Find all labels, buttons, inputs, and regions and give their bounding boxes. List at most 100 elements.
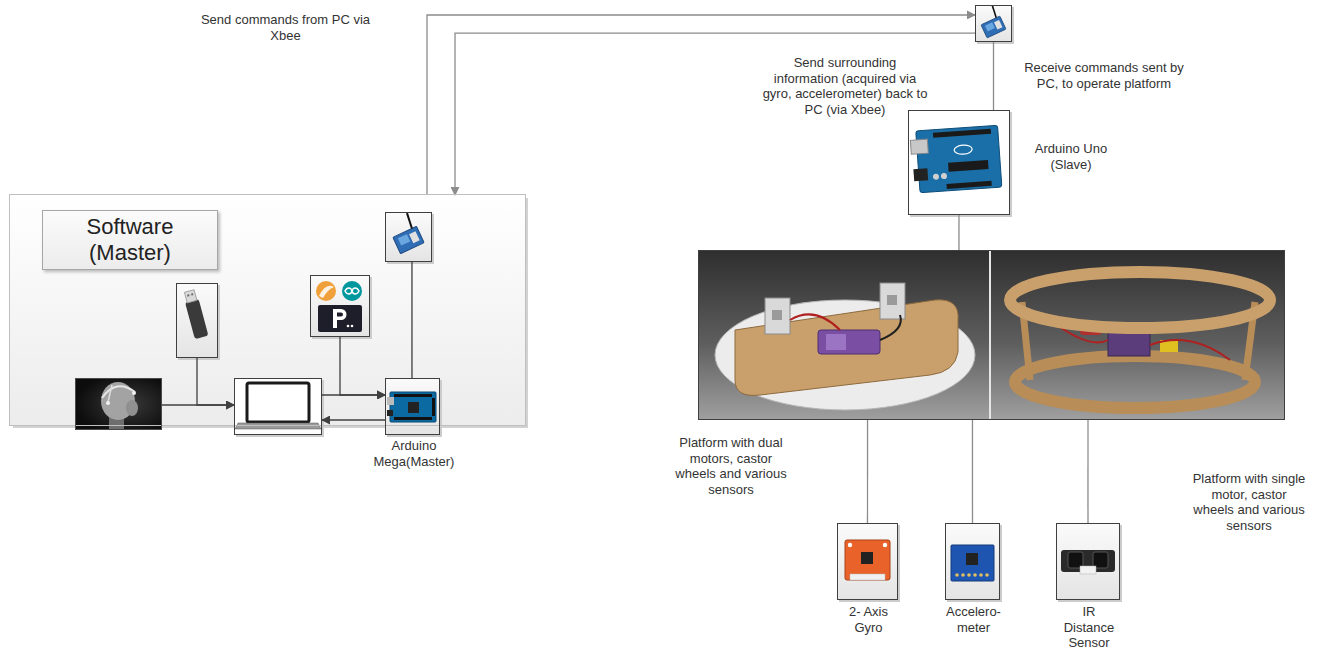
accelerometer-board-icon-part (955, 573, 959, 577)
laptop-icon-part (235, 423, 321, 429)
software-logos-icon-part (316, 281, 336, 301)
xbee-module-icon-part (409, 231, 420, 243)
accelerometer-board-icon-part (973, 573, 977, 577)
software-logos-icon-part (318, 305, 362, 332)
platform-rendering-part (1108, 332, 1150, 356)
annotation-text: Send commands from PC via Xbee (198, 12, 373, 43)
xbee-module-icon-part (994, 20, 1002, 30)
platform-rendering-part (1010, 272, 1270, 328)
connector-line (972, 420, 973, 523)
arduino-uno-icon-part (941, 173, 947, 179)
eeg-headset-picture (75, 378, 162, 430)
platform-rendering-part (826, 334, 846, 350)
ir-sensor-box: IR Distance Sensor (1056, 523, 1120, 600)
platform-rendering-part (989, 250, 991, 420)
platform-rendering-part (772, 310, 782, 320)
ir-sensor-icon-part (1068, 552, 1083, 568)
laptop-icon-part (247, 383, 309, 422)
accelerometer-board-icon-part (967, 573, 971, 577)
board-label: Arduino Uno (Slave) (1029, 141, 1113, 172)
icon-box-grounds-part (310, 275, 370, 337)
eeg-headset-picture-part (75, 378, 162, 430)
platform-rendering-part (715, 300, 975, 410)
gyro-board-icon-part (845, 540, 890, 580)
icon-box-grounds-part (385, 378, 440, 435)
usb-dongle-icon-part (191, 293, 193, 295)
accelerometer-board-icon-part (966, 553, 978, 565)
accelerometer-board-icon (951, 545, 994, 581)
gyro-board-icon-part (848, 543, 852, 547)
platform-caption: Platform with single motor, castor wheel… (1191, 471, 1307, 533)
arduino-uno-icon-part (948, 160, 989, 172)
platform-rendering-part (880, 283, 905, 319)
connector-line (958, 215, 959, 250)
gyro-board-icon (845, 540, 890, 580)
usb-dongle-icon-part (185, 299, 208, 339)
ir-sensor-icon-part (1093, 552, 1108, 568)
xbee-module-icon-part (991, 5, 998, 17)
gyro-sensor-box: 2- Axis Gyro (837, 523, 898, 600)
panel-heading: Software (Master) (42, 210, 218, 270)
software-logos-icon-part (345, 288, 359, 294)
xbee-module-icon (386, 212, 424, 254)
sensor-label: 2- Axis Gyro (838, 604, 899, 635)
laptop-box (234, 378, 322, 435)
annotation-text: Send surrounding information (acquired v… (762, 55, 928, 117)
arduino-mega-icon-part (408, 402, 419, 413)
arduino-uno-icon-part (946, 181, 991, 189)
eeg-headset-picture-part (106, 401, 110, 405)
arduino-uno-icon-part (954, 145, 973, 155)
software-logos-icon-part (347, 325, 350, 328)
eeg-headset-picture-part (102, 386, 135, 398)
connector-line (1087, 420, 1088, 523)
eeg-headset-image (75, 378, 162, 430)
gyro-board-icon-part (883, 543, 887, 547)
platform-image: Platform with dual motors, castor wheels… (698, 250, 1285, 420)
arduino-mega-box: Arduino Mega(Master) (385, 378, 440, 435)
eeg-headset-picture-part (132, 391, 136, 395)
board-label: Arduino Mega(Master) (369, 438, 459, 469)
icon-box-grounds-part (385, 212, 432, 262)
sensor-label: Accelero- meter (942, 604, 1005, 635)
connector-line (427, 15, 975, 195)
platform-rendering-part (790, 314, 840, 330)
platform-rendering-part (887, 295, 897, 305)
icon-box-grounds-part (945, 523, 1000, 600)
usb-dongle-icon-part (187, 294, 189, 296)
icon-box-grounds-part (234, 378, 322, 435)
ir-sensor-icon-part (1080, 566, 1096, 574)
connector-line (197, 358, 234, 405)
gyro-board-icon-part (861, 552, 873, 564)
platform-rendering-part (818, 330, 880, 354)
connector-line (993, 42, 994, 110)
software-logos-icon (316, 281, 362, 332)
connector-line (867, 420, 868, 523)
usb-dongle-box (176, 283, 218, 358)
platform-rendering-part (698, 250, 1285, 420)
software-logos-icon-part (319, 286, 334, 298)
connector-line (162, 404, 234, 405)
software-logos-icon-part (351, 325, 354, 328)
sensor-label: IR Distance Sensor (1060, 604, 1118, 651)
arduino-mega-icon-part (432, 398, 435, 416)
accelerometer-board-icon-part (961, 573, 965, 577)
platform-rendering (698, 250, 1285, 420)
xbee-module-icon-part (398, 234, 410, 245)
software-logos-icon-part (333, 309, 347, 328)
connector-line (411, 262, 412, 378)
software-logos-icon-part (342, 281, 362, 301)
icon-box-grounds-part (837, 523, 898, 600)
arduino-uno-icon-part (910, 139, 928, 154)
software-icons-box (310, 275, 370, 337)
software-panel: Software (Master)Arduino Mega(Master) (10, 195, 525, 425)
eeg-headset-picture-part (108, 385, 112, 402)
arduino-mega-icon-part (394, 394, 432, 397)
icon-box-grounds-part (975, 5, 1012, 42)
arduino-uno-icon-part (913, 168, 928, 181)
arduino-uno-icon-part (916, 125, 1002, 193)
platform-rendering-part (880, 315, 901, 340)
